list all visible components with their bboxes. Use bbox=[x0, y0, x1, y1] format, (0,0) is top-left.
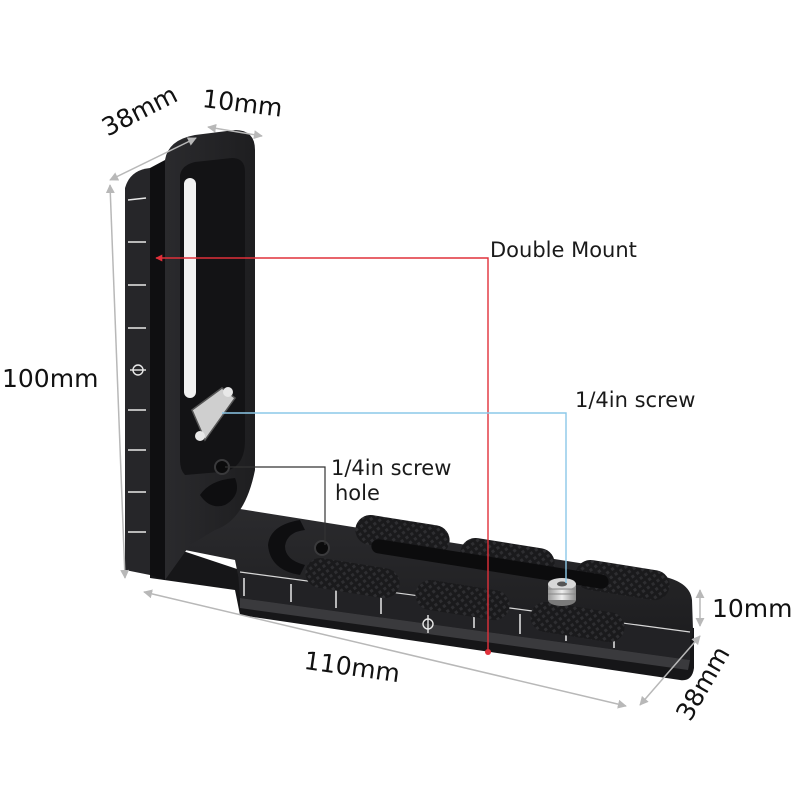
vertical-center-mark-icon bbox=[130, 364, 146, 376]
screw-callout-line bbox=[222, 412, 567, 583]
base-thickness-label: 10mm bbox=[712, 594, 793, 623]
vertical-scale-ticks bbox=[127, 197, 147, 533]
double-mount-callout-line bbox=[155, 254, 491, 655]
screw-hole-label-line1: 1/4in screw bbox=[331, 456, 452, 480]
locking-knob bbox=[191, 387, 237, 442]
double-mount-label: Double Mount bbox=[490, 238, 637, 262]
screw-hole-label: 1/4in screw hole bbox=[331, 456, 451, 506]
vertical-height-label: 100mm bbox=[2, 364, 99, 393]
screw-hole-label-line2: hole bbox=[335, 481, 380, 506]
vertical-plate bbox=[125, 130, 255, 580]
screw-label: 1/4in screw bbox=[575, 388, 696, 412]
quarter-inch-screw bbox=[548, 578, 576, 606]
dimension-arrows bbox=[105, 123, 705, 709]
grip-pad bbox=[305, 557, 400, 599]
screw-hole-callout-line bbox=[225, 466, 326, 545]
base-plate bbox=[150, 505, 694, 681]
